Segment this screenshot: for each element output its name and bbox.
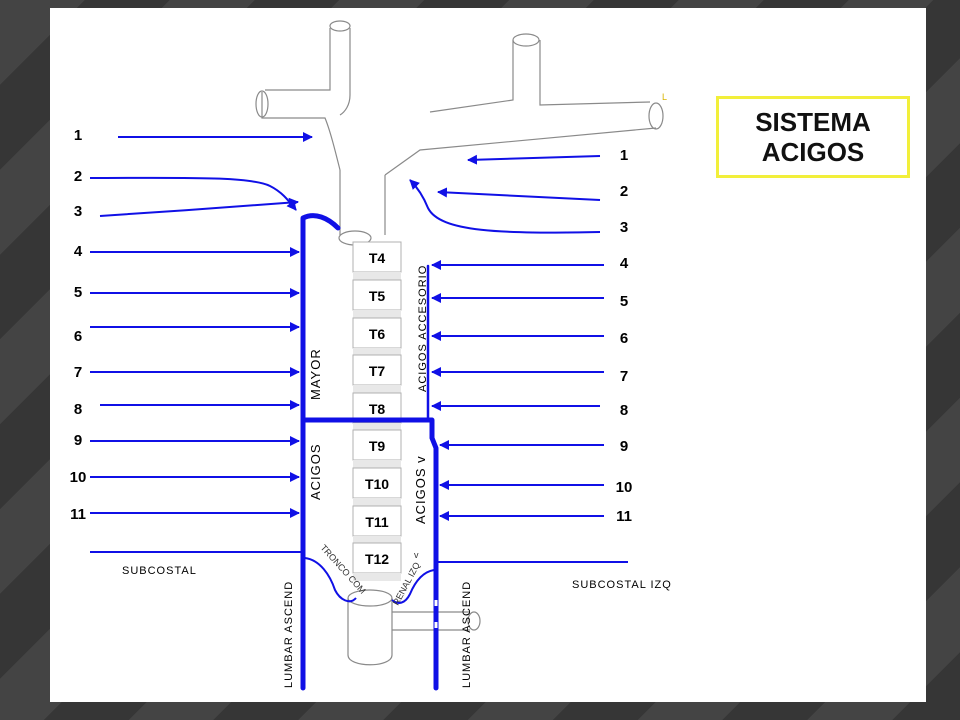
right-number-labels: 1 2 3 4 5 6 7 8 9 10 11 xyxy=(616,147,633,525)
vertebra-label: T12 xyxy=(365,551,389,567)
label-lumbar-left: LUMBAR ASCEND xyxy=(283,581,295,688)
vertebra-t9: T9 xyxy=(352,429,402,468)
left-number-label: 6 xyxy=(74,328,82,345)
vertebra-t8: T8 xyxy=(352,392,402,431)
vertebra-t6: T6 xyxy=(352,317,402,356)
title-line-1: SISTEMA xyxy=(755,107,871,137)
right-number-label: 7 xyxy=(620,368,628,385)
label-tick-l: L xyxy=(662,92,667,102)
label-subcostal-right: SUBCOSTAL IZQ xyxy=(572,579,672,591)
title-line-2: ACIGOS xyxy=(761,137,865,167)
vertebra-t11: T11 xyxy=(352,505,402,544)
vertebra-label: T5 xyxy=(369,288,386,304)
right-number-label: 10 xyxy=(616,479,633,496)
right-number-label: 1 xyxy=(620,147,628,164)
right-number-label: 4 xyxy=(620,255,629,272)
label-subcostal-left: SUBCOSTAL xyxy=(122,565,197,577)
label-lumbar-right: LUMBAR ASCEND xyxy=(461,581,473,688)
right-arrow xyxy=(467,154,601,165)
vertebra-label: T7 xyxy=(369,363,386,379)
vertebra-label: T11 xyxy=(365,514,389,530)
left-number-label: 9 xyxy=(74,432,82,449)
title-box: SISTEMA ACIGOS xyxy=(716,96,910,178)
vertebra-t7: T7 xyxy=(352,354,402,393)
vertebra-t4: T4 xyxy=(352,241,402,280)
label-acigos-accesorio: ACIGOS ACCESORIO xyxy=(417,265,429,392)
right-number-label: 2 xyxy=(620,183,628,200)
right-number-label: 5 xyxy=(620,293,628,310)
right-number-label: 11 xyxy=(616,508,632,525)
left-number-label: 5 xyxy=(74,284,82,301)
right-number-label: 3 xyxy=(620,219,628,236)
vertebra-t10: T10 xyxy=(352,467,402,506)
label-mayor: MAYOR xyxy=(308,348,323,400)
label-tick-v: v xyxy=(414,550,419,560)
vertebra-t5: T5 xyxy=(352,279,402,318)
left-number-label: 10 xyxy=(70,469,87,486)
right-number-label: 6 xyxy=(620,330,628,347)
left-number-label: 4 xyxy=(74,243,83,260)
label-acigos-menor: ACIGOS v xyxy=(413,455,428,524)
label-acigos-left: ACIGOS xyxy=(308,443,323,500)
right-arrows xyxy=(431,154,604,521)
left-number-labels: 1 2 3 4 5 6 7 8 9 10 11 xyxy=(70,127,87,523)
left-number-label: 1 xyxy=(74,127,82,144)
vertebra-label: T8 xyxy=(369,401,386,417)
vertebra-label: T9 xyxy=(369,438,386,454)
lower-vena-cava-outline xyxy=(347,589,481,666)
curved-arrows xyxy=(89,176,601,234)
vertebra-t12: T12 xyxy=(352,542,402,581)
azygos-main-veins xyxy=(300,213,439,691)
left-number-label: 8 xyxy=(74,401,82,418)
left-number-label: 3 xyxy=(74,203,82,220)
right-number-label: 8 xyxy=(620,402,628,419)
hemiazygos-curves xyxy=(304,557,435,604)
left-arrows xyxy=(90,132,313,518)
left-number-label: 2 xyxy=(74,168,82,185)
vertebra-label: T10 xyxy=(365,476,389,492)
right-number-label: 9 xyxy=(620,438,628,455)
subcostal-lines xyxy=(90,551,628,563)
vertebra-label: T4 xyxy=(369,250,386,266)
left-number-label: 11 xyxy=(70,506,86,523)
vertebra-label: T6 xyxy=(369,326,386,342)
vena-cava-outline xyxy=(255,20,664,246)
left-number-label: 7 xyxy=(74,364,82,381)
